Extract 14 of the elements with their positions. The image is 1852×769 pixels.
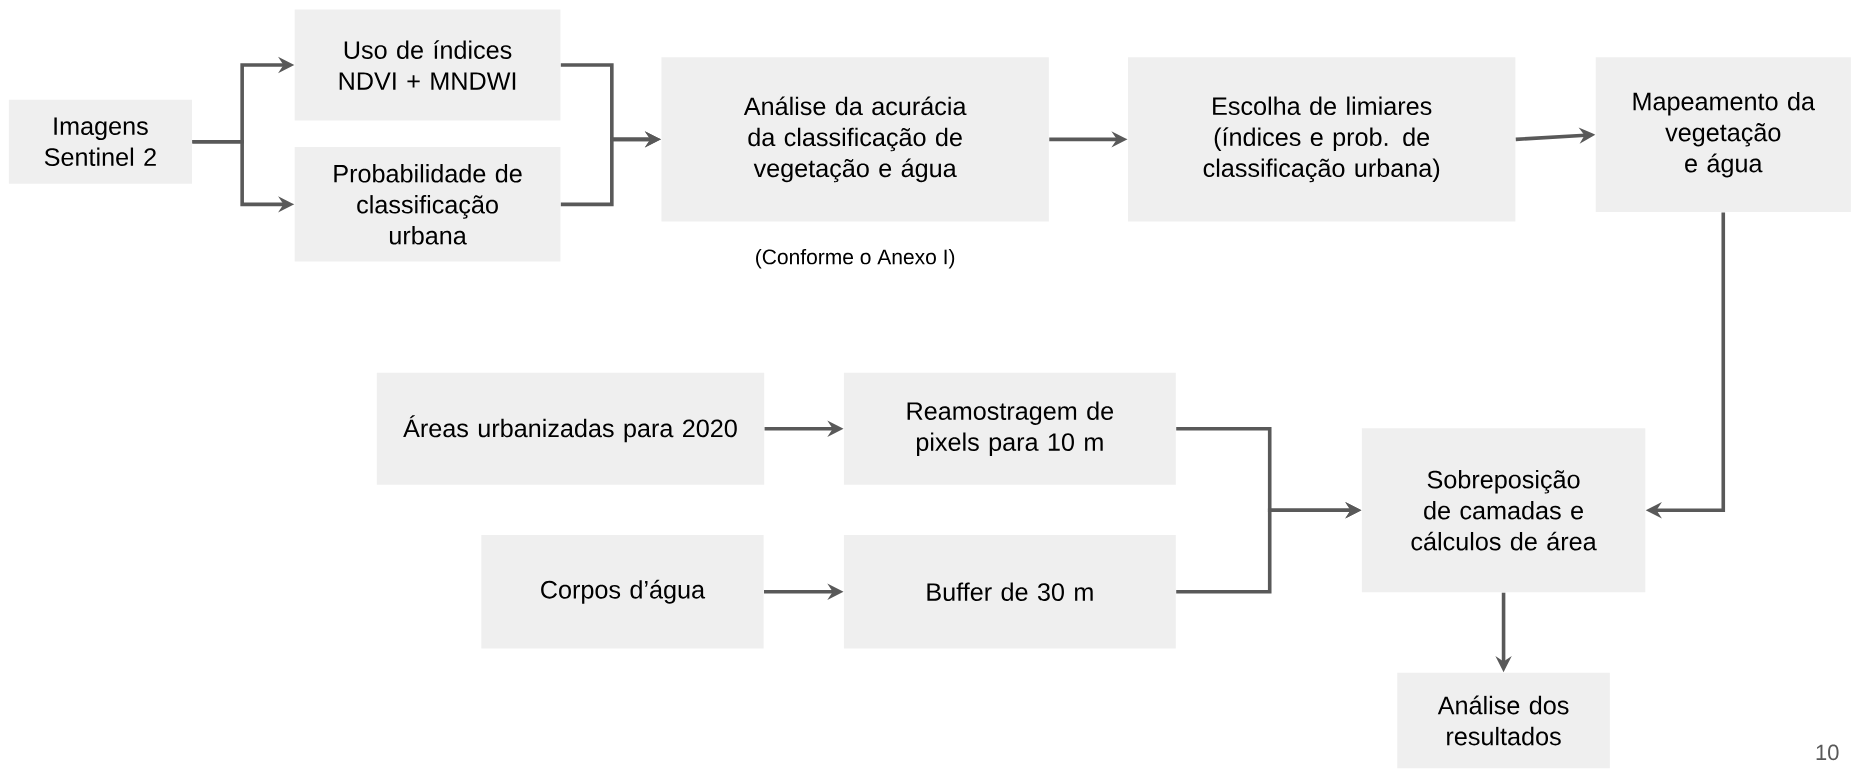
process-box: Sobreposição de camadas e cálculos de área xyxy=(1361,428,1646,593)
process-box: Áreas urbanizadas para 2020 xyxy=(376,372,765,485)
process-box: Imagens Sentinel 2 xyxy=(8,99,192,184)
process-box: Análise dos resultados xyxy=(1397,672,1610,769)
process-box: Análise da acurácia da classificação de vegetação e água xyxy=(661,57,1049,222)
process-box: Uso de índices NDVI + MNDWI xyxy=(294,9,561,121)
process-box: Corpos d’água xyxy=(481,535,764,649)
process-box: Reamostragem de pixels para 10 m xyxy=(843,372,1176,485)
process-box: Buffer de 30 m xyxy=(843,535,1176,649)
process-box: Escolha de limiares (índices e prob. de classificação urbana) xyxy=(1128,57,1516,222)
process-box: Probabilidade de classificação urbana xyxy=(294,147,561,262)
note-text: (Conforme o Anexo I) xyxy=(756,248,955,269)
page-number: 10 xyxy=(1816,744,1839,761)
process-box: Mapeamento da vegetação e água xyxy=(1595,57,1851,212)
